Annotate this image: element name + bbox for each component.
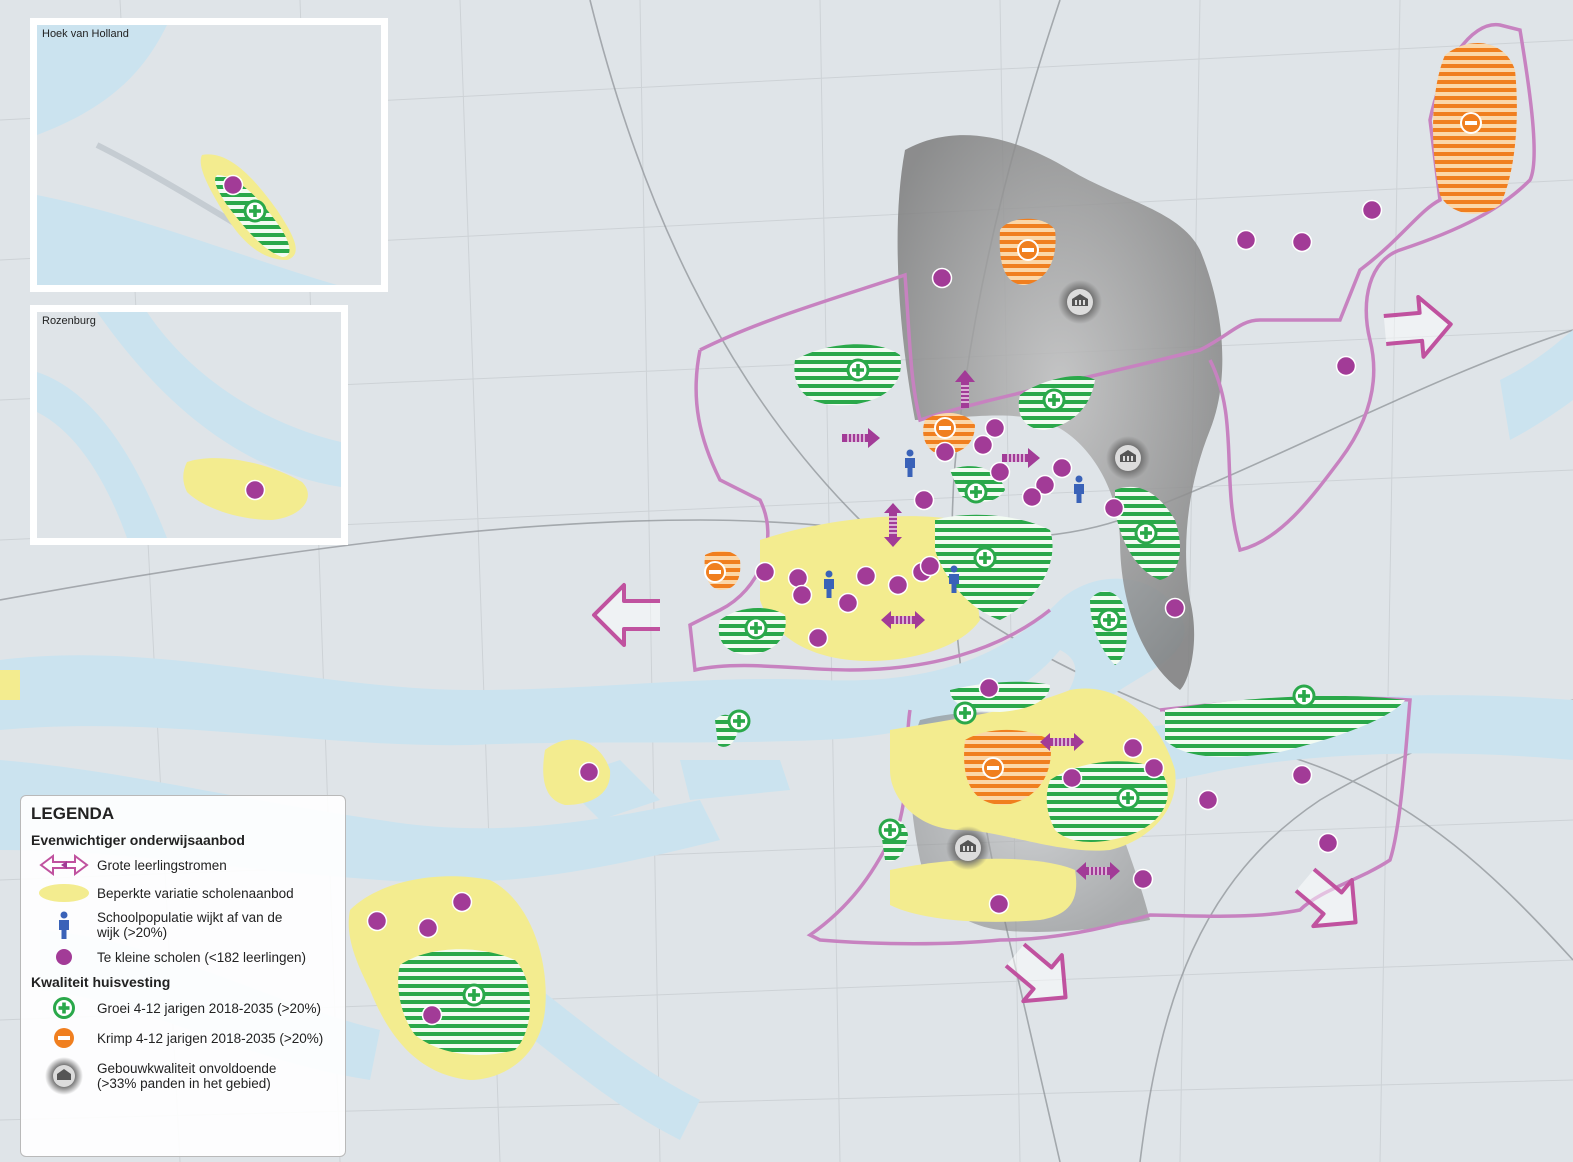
yellow-area-zuid-2 (890, 858, 1077, 922)
yellow-area-swatch (39, 884, 89, 902)
person-icon (59, 911, 69, 939)
legend-section-onderwijsaanbod: Evenwichtiger onderwijsaanbod (31, 832, 245, 848)
legend-label: Groei 4-12 jarigen 2018-2035 (>20%) (97, 1000, 322, 1016)
river-hollandse-ijssel (1500, 330, 1573, 440)
legend-item-kleine-scholen: Te kleine scholen (<182 leerlingen) (31, 946, 335, 968)
legend-label: Krimp 4-12 jarigen 2018-2035 (>20%) (97, 1030, 324, 1046)
legend-item-gebouwkwaliteit: Gebouwkwaliteit onvoldoende (>33% panden… (31, 1056, 335, 1096)
yellow-area-centrum (760, 516, 980, 661)
inset-title: Rozenburg (42, 315, 96, 327)
legend-label: Te kleine scholen (<182 leerlingen) (97, 949, 307, 965)
building-icon (45, 1057, 83, 1095)
legend-section-huisvesting: Kwaliteit huisvesting (31, 974, 171, 990)
minus-icon (54, 1028, 74, 1048)
legend-item-schoolpopulatie: Schoolpopulatie wijkt af van de wijk (>2… (31, 910, 335, 940)
yellow-area-edge (0, 670, 20, 700)
inset-rozenburg: Rozenburg (30, 305, 348, 545)
small-school-dot (244, 479, 266, 501)
legend-label: Schoolpopulatie wijkt af van de wijk (>2… (97, 910, 283, 940)
inset-title: Hoek van Holland (42, 28, 129, 40)
legend-label: Grote leerlingstromen (97, 857, 227, 873)
inset-hoek-van-holland: Hoek van Holland (30, 18, 388, 292)
legend-item-krimp: Krimp 4-12 jarigen 2018-2035 (>20%) (31, 1026, 335, 1050)
inset-map (37, 312, 341, 538)
city-boundary (688, 23, 1536, 946)
legend-item-beperkte-variatie: Beperkte variatie scholenaanbod (31, 882, 335, 904)
legend-title: LEGENDA (31, 804, 115, 823)
small-school-dot (222, 174, 244, 196)
purple-dot-icon (56, 949, 72, 965)
legend: LEGENDA Evenwichtiger onderwijsaanbod Gr… (20, 795, 346, 1157)
legend-item-groei: Groei 4-12 jarigen 2018-2035 (>20%) (31, 996, 335, 1020)
yellow-area-pernis (543, 739, 611, 805)
double-arrow-icon (39, 854, 89, 876)
plus-icon (53, 997, 75, 1019)
legend-item-leerlingstromen: Grote leerlingstromen (31, 854, 335, 876)
legend-label: Beperkte variatie scholenaanbod (97, 885, 294, 901)
plus-icon (243, 199, 267, 223)
inset-map (37, 25, 381, 285)
legend-label: Gebouwkwaliteit onvoldoende (>33% panden… (97, 1061, 277, 1091)
